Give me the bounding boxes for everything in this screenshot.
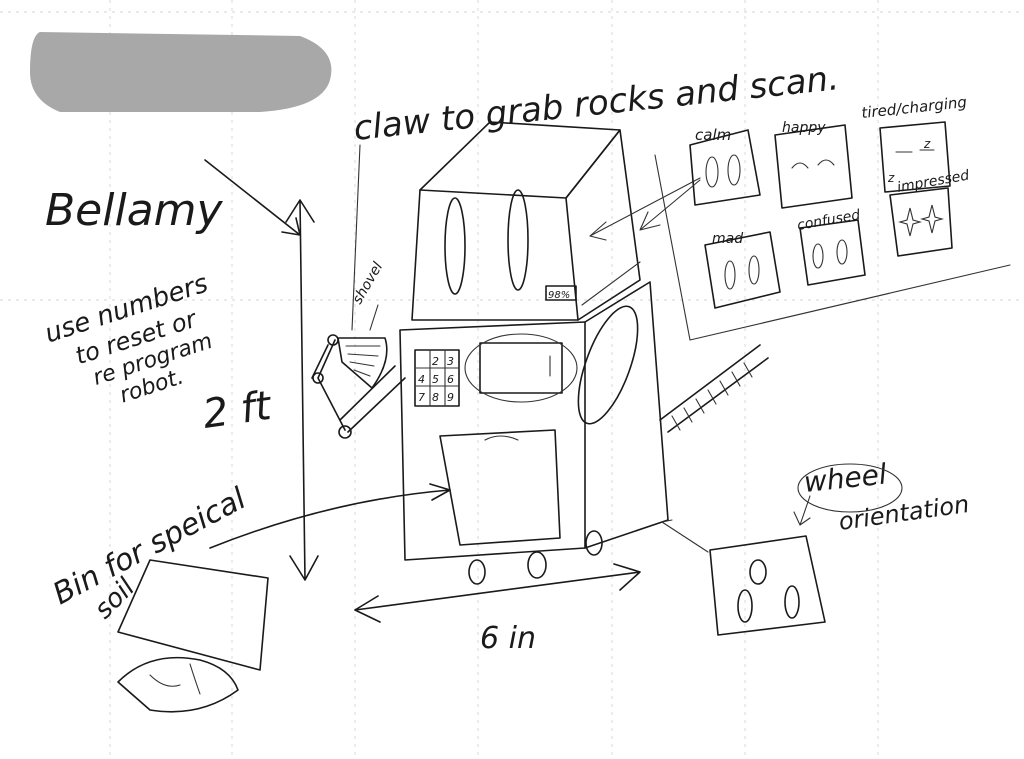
name-arrow — [204, 159, 301, 236]
face-confused: confused — [796, 207, 866, 286]
wheel-1 — [468, 559, 486, 585]
face-tired-label: tired/charging — [861, 93, 968, 122]
wheel-label-line-2: orientation — [837, 490, 971, 536]
wheel-3 — [585, 530, 603, 556]
shovel — [337, 337, 388, 389]
face-happy-label: happy — [782, 120, 826, 136]
key-9: 9 — [447, 391, 454, 404]
height-arrow — [285, 199, 319, 581]
wheel-diagram — [709, 535, 826, 636]
expressions-panel — [589, 154, 1011, 341]
width-label: 6 in — [480, 621, 536, 656]
soil-bin-base — [117, 656, 239, 713]
key-3: 3 — [447, 355, 454, 368]
face-impressed-label: impressed — [896, 168, 971, 196]
bin-label-line-1: Bin for speical — [47, 481, 252, 612]
face-tired-z: z — [923, 137, 931, 151]
face-confused-label: confused — [796, 207, 862, 234]
face-calm: calm — [689, 126, 761, 206]
antenna-spring — [659, 344, 769, 433]
face-happy: happy — [774, 120, 853, 209]
wheel-2 — [527, 551, 547, 579]
key-5: 5 — [432, 373, 439, 386]
right-eye — [507, 189, 529, 291]
battery-indicator — [545, 285, 577, 301]
claw-pointer-line — [351, 144, 361, 331]
face-calm-label: calm — [695, 126, 731, 144]
key-7: 7 — [418, 391, 425, 404]
battery-label: 98% — [548, 290, 570, 301]
robot-body: 98% — [399, 121, 769, 585]
face-mad: mad — [704, 231, 781, 309]
key-6: 6 — [447, 373, 454, 386]
face-impressed: impressed — [889, 168, 971, 257]
side-arm — [577, 305, 639, 425]
redacted-block — [30, 32, 332, 112]
left-eye — [444, 197, 466, 295]
width-arrow — [354, 563, 641, 623]
face-tired-z-2: z — [887, 171, 895, 185]
keypad: 2 3 4 5 6 7 8 9 — [414, 349, 460, 407]
face-arrow — [639, 179, 701, 231]
claw-label: claw to grab rocks and scan. — [352, 58, 841, 149]
claw-arm: shovel — [311, 259, 406, 439]
key-8: 8 — [432, 391, 439, 404]
bin-door — [439, 429, 561, 546]
bin-arrow — [209, 483, 451, 549]
scan-screen — [479, 342, 563, 394]
key-2: 2 — [432, 355, 439, 368]
robot-name-label: Bellamy — [45, 185, 224, 236]
face-mad-label: mad — [712, 231, 743, 247]
soil-bin — [117, 559, 269, 671]
height-label: 2 ft — [200, 383, 275, 438]
key-4: 4 — [418, 373, 425, 386]
